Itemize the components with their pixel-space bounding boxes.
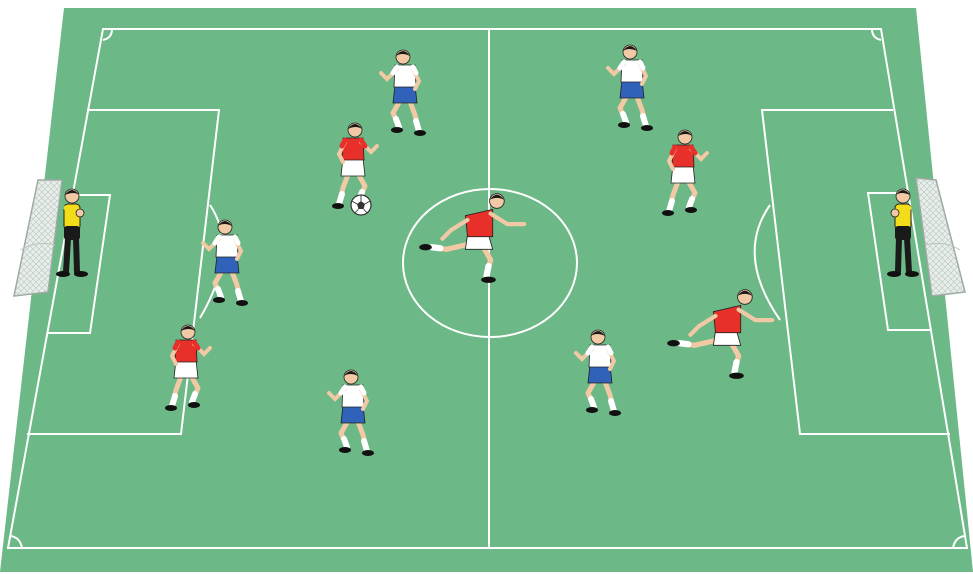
soccer-ball: [351, 195, 371, 215]
pitch-surface: [0, 8, 973, 572]
